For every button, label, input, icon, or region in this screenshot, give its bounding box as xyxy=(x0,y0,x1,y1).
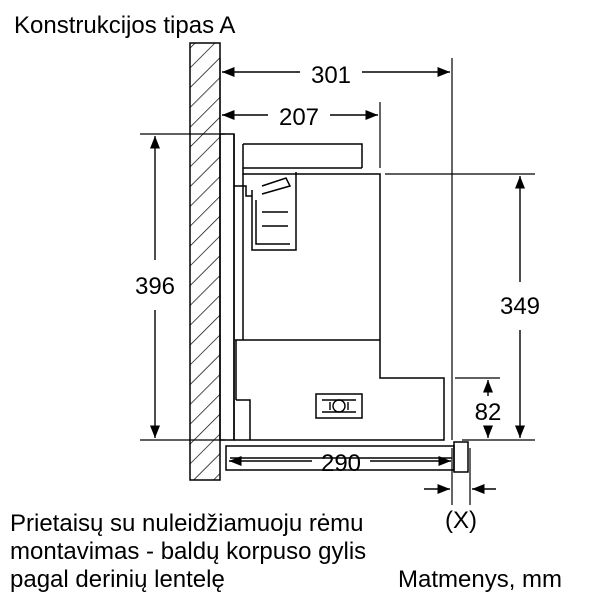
installation-note: Prietaisų su nuleidžiamuoju rėmu montavi… xyxy=(10,510,440,594)
note-line-3: pagal derinių lentelę xyxy=(10,566,225,593)
note-line-1: Prietaisų su nuleidžiamuoju rėmu xyxy=(10,510,364,537)
dimension-207: 207 xyxy=(279,104,319,131)
dimension-x: (X) xyxy=(445,507,477,534)
note-line-2: montavimas - baldų korpuso gylis xyxy=(10,538,367,565)
dimension-349: 349 xyxy=(500,293,540,320)
dimension-82: 82 xyxy=(475,399,502,426)
units-label: Matmenys, mm xyxy=(398,566,563,593)
dimension-lines xyxy=(149,66,526,495)
wall-section xyxy=(189,42,221,481)
diagram-title: Konstrukcijos tipas A xyxy=(14,12,236,39)
dimension-290: 290 xyxy=(321,450,361,477)
extension-lines xyxy=(140,58,535,505)
appliance-outline xyxy=(219,133,469,473)
dimension-396: 396 xyxy=(135,273,175,300)
connector-icon xyxy=(329,399,349,413)
dimension-301: 301 xyxy=(311,62,351,89)
